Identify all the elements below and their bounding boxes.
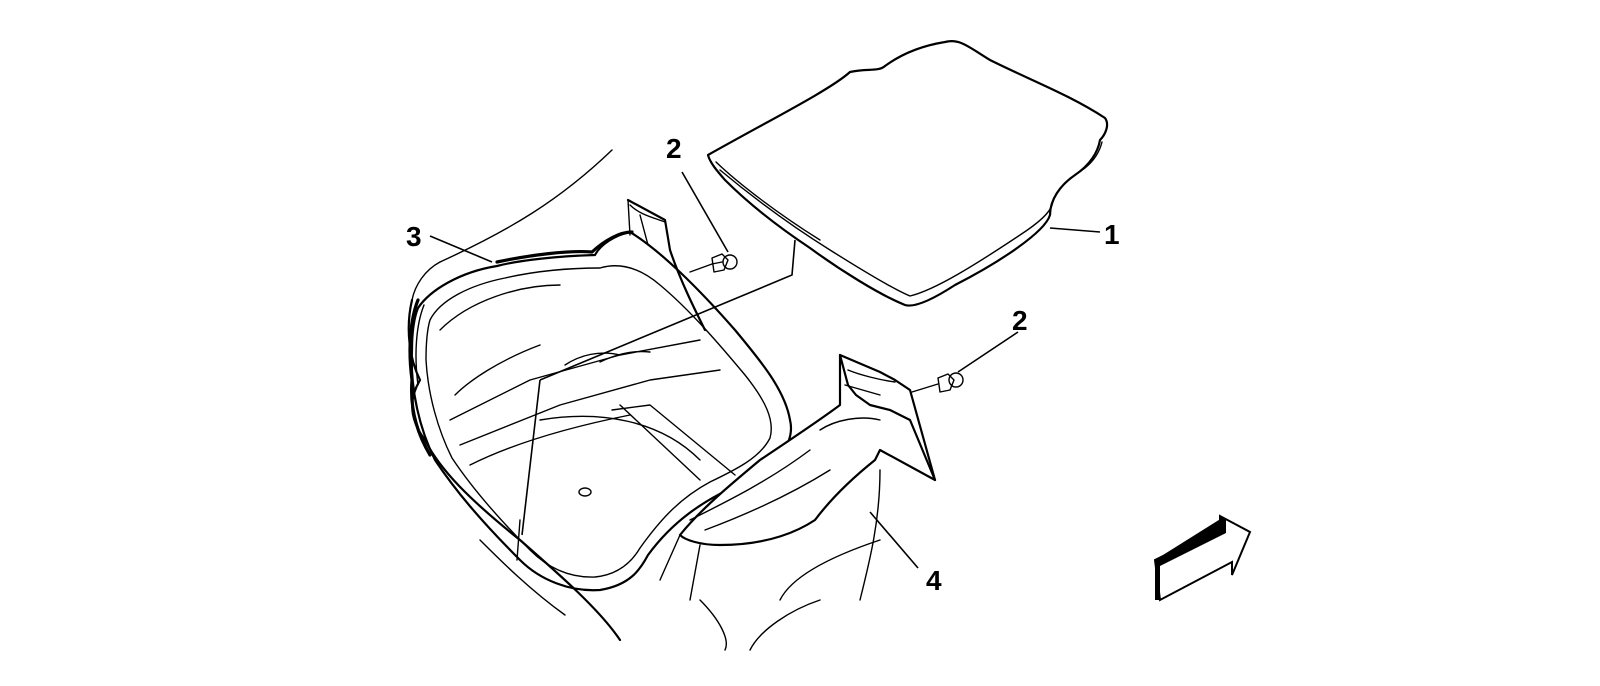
- fastener-right: [911, 372, 964, 393]
- forward-arrow-icon: [1153, 514, 1252, 602]
- callout-3: 3: [406, 221, 422, 252]
- trunk-floor-carpet: [706, 40, 1109, 307]
- callout-2-lower: 2: [1012, 305, 1028, 336]
- left-side-trim-panel: [626, 198, 707, 332]
- alignment-line: [521, 239, 796, 536]
- callout-2-upper: 2: [666, 133, 682, 164]
- leader-lines: [429, 171, 1101, 569]
- fastener-left: [689, 253, 738, 273]
- trunk-compartment: [410, 230, 793, 592]
- callout-4: 4: [926, 565, 942, 596]
- right-side-trim-panel: [659, 353, 937, 601]
- trunk-weatherstrip: [408, 230, 634, 457]
- callout-1: 1: [1104, 219, 1120, 250]
